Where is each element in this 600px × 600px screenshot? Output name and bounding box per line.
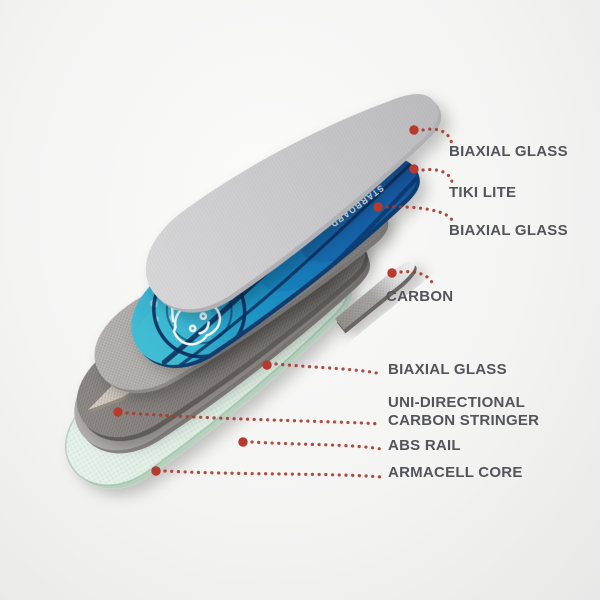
layer-anchor-dots [113,125,419,476]
dot-armacell-core [151,466,161,476]
dot-biaxial-glass-mid [373,202,383,212]
callout-label-armacell-core: ARMACELL CORE [388,464,523,481]
callout-label-biaxial-glass-top: BIAXIAL GLASS [449,143,568,160]
leader-tiki-lite [421,167,454,184]
dot-carbon [387,268,397,278]
leader-biaxial-glass-mid [385,205,454,222]
dot-abs-rail [238,437,248,447]
dot-tiki-lite [409,164,419,174]
leader-biaxial-glass-lower [274,362,383,376]
callout-label-abs-rail: ABS RAIL [388,437,461,454]
callout-label-carbon-stringer: UNI-DIRECTIONAL CARBON STRINGER [388,394,539,430]
dot-biaxial-glass-top [409,125,419,135]
callout-label-tiki-lite: TIKI LITE [449,184,517,201]
dot-carbon-stringer [113,407,123,417]
callout-leaders [125,127,454,479]
leader-abs-rail [250,440,383,451]
callout-label-biaxial-glass-lower: BIAXIAL GLASS [388,361,507,378]
leader-carbon-stringer [125,411,383,426]
leader-armacell-core [163,469,383,479]
callout-line-1: UNI-DIRECTIONAL [388,394,526,411]
callout-label-carbon: CARBON [386,288,454,305]
callout-line-2: CARBON STRINGER [388,412,540,429]
callout-label-biaxial-glass-mid: BIAXIAL GLASS [449,222,568,239]
dot-biaxial-glass-lower [262,360,272,370]
leader-biaxial-glass-top [421,127,454,146]
